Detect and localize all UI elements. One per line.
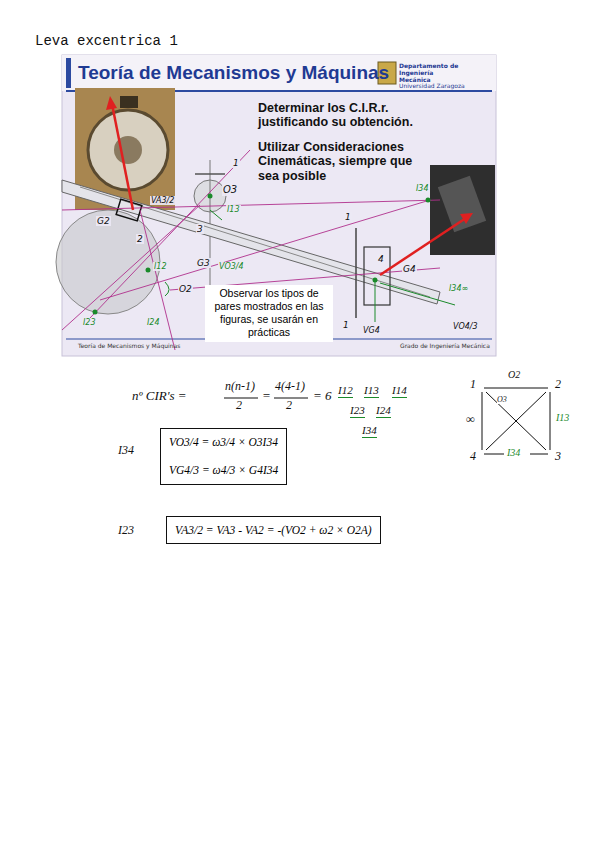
cir-item: I24 — [376, 404, 391, 418]
note-text: Teoría de Mecanismos y Máquinas — [78, 343, 180, 350]
figure-label: 3 — [196, 224, 204, 234]
note-text: Observar los tipos de pares mostrados en… — [209, 287, 329, 340]
note-text: Departamento de Ingeniería Mecánica — [399, 63, 461, 84]
figure-label: G2 — [96, 216, 111, 226]
figure-label: 1 — [342, 320, 350, 330]
note-text: 2 — [286, 399, 292, 413]
slider-block — [364, 247, 390, 305]
figure-label: O3 — [222, 184, 238, 196]
figure-label: 4 — [377, 254, 385, 264]
photo-cam — [88, 110, 168, 190]
note-text: 4(4-1) — [275, 380, 305, 394]
note-text: 4 — [470, 450, 476, 464]
figure-label: I24 — [146, 318, 161, 327]
note-text: n(n-1) — [225, 380, 255, 394]
note-text: Universidad Zaragoza — [399, 83, 465, 90]
figure-label: 1 — [344, 212, 352, 222]
cir-item: I23 — [350, 404, 365, 418]
note-text: 1 — [470, 378, 476, 392]
photo-right — [430, 165, 495, 255]
note-text: = 6 — [313, 389, 332, 404]
formula-box: VO3/4 = ω3/4 × O3I34VG4/3 = ω4/3 × G4I34 — [160, 428, 287, 485]
figure-label: I34∞ — [448, 284, 469, 293]
cir-item: I34 — [362, 424, 377, 438]
note-text: I23 — [118, 524, 134, 538]
formula-text: VO3/4 = ω3/4 × O3I34 — [169, 435, 278, 449]
figure-label: G4 — [402, 264, 417, 274]
note-text: Teoría de Mecanismos y Máquinas — [78, 62, 389, 84]
note-text: I34 — [507, 447, 520, 459]
note-text: O3 — [497, 395, 507, 404]
figure-label: O2 — [178, 284, 193, 294]
note-text: 3 — [555, 450, 561, 464]
photo-follower — [120, 96, 138, 108]
figure-label: I13 — [226, 205, 241, 214]
slide-header — [62, 55, 496, 91]
note-text: 2 — [555, 378, 561, 392]
construction-lines — [62, 150, 440, 350]
note-text: ∞ — [466, 413, 475, 427]
note-text: O2 — [508, 369, 520, 381]
note-text: Determinar los C.I.R.r. justificando su … — [258, 101, 433, 130]
cir-item: I14 — [392, 384, 407, 398]
page-title: Leva excentrica 1 — [35, 33, 178, 49]
figure-label: G3 — [196, 258, 211, 268]
note-text: = — [262, 389, 271, 404]
figure-label: 1 — [232, 158, 240, 168]
formula-text: VA3/2 = VA3 - VA2 = -(VO2 + ω2 × O2A) — [175, 523, 372, 537]
formula-text: VG4/3 = ω4/3 × G4I34 — [169, 463, 278, 477]
cir-item: I12 — [338, 384, 353, 398]
ground-mark — [195, 173, 225, 175]
note-text: I13 — [556, 412, 569, 424]
arrow-head — [460, 213, 473, 224]
figure-label: VG4 — [362, 326, 381, 335]
slider-guide — [355, 228, 357, 318]
figure-label: VO4/3 — [452, 322, 479, 331]
photo-slider — [438, 176, 486, 233]
formula-box: VA3/2 = VA3 - VA2 = -(VO2 + ω2 × O2A) — [166, 516, 381, 544]
eccentric-cam — [56, 210, 160, 314]
note-text: Grado de Ingeniería Mecánica — [400, 343, 490, 350]
figure-label: 2 — [136, 234, 144, 244]
header-mark — [66, 58, 71, 88]
arrow-head — [106, 96, 117, 110]
figure-label: I12 — [153, 262, 168, 271]
figure-label: I23 — [82, 318, 97, 327]
note-text: 2 — [236, 399, 242, 413]
cir-polygon — [482, 388, 550, 454]
note-box: Observar los tipos de pares mostrados en… — [205, 285, 333, 342]
figure-label: I34 — [415, 184, 430, 193]
note-text: I34 — [118, 444, 134, 458]
photo-arrows — [112, 104, 466, 275]
note-text: nº CIR's = — [132, 389, 187, 404]
figure-label: VO3/4 — [218, 262, 245, 271]
cir-item: I13 — [364, 384, 379, 398]
figure-label: VA3/2 — [150, 196, 175, 205]
follower-block — [116, 199, 142, 221]
note-text: Utilizar Consideraciones Cinemáticas, si… — [258, 140, 433, 183]
